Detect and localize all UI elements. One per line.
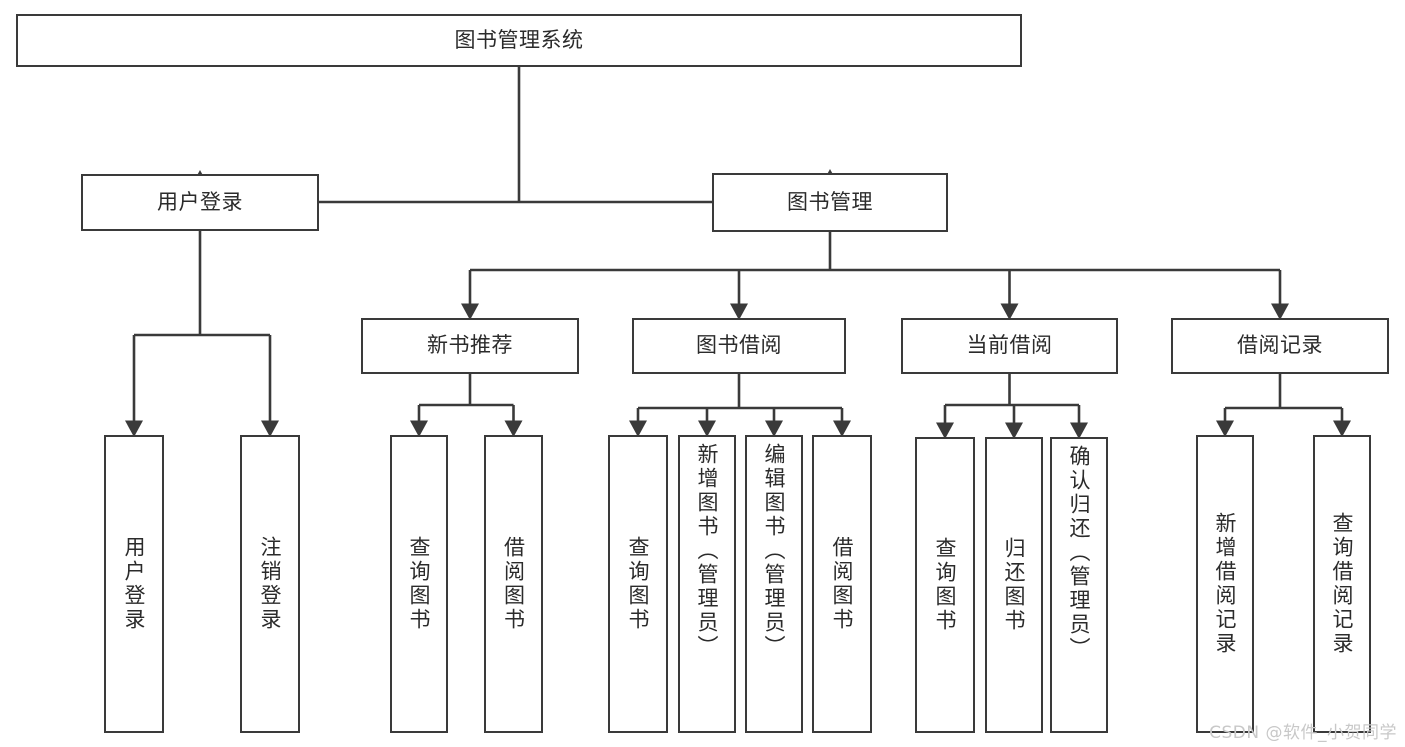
- node-leaf-borrow-book-2: 借阅图书: [812, 435, 872, 733]
- node-label: 用户登录: [157, 189, 243, 214]
- node-leaf-logout: 注销登录: [240, 435, 300, 733]
- node-label: 借阅图书: [830, 536, 855, 632]
- node-label: 确认归还（管理员）: [1067, 445, 1092, 661]
- node-label: 查询借阅记录: [1330, 512, 1355, 656]
- node-leaf-query-book-1: 查询图书: [390, 435, 448, 733]
- node-leaf-user-login: 用户登录: [104, 435, 164, 733]
- node-label: 新增借阅记录: [1213, 512, 1238, 656]
- node-label: 用户登录: [122, 536, 147, 632]
- node-label: 图书管理: [787, 189, 873, 214]
- node-leaf-borrow-book-1: 借阅图书: [484, 435, 543, 733]
- node-current-borrow: 当前借阅: [901, 318, 1118, 374]
- node-leaf-query-borrow-record: 查询借阅记录: [1313, 435, 1371, 733]
- node-book-borrow: 图书借阅: [632, 318, 846, 374]
- node-leaf-return-book: 归还图书: [985, 437, 1043, 733]
- node-label: 新书推荐: [427, 333, 513, 358]
- node-label: 当前借阅: [966, 333, 1053, 358]
- node-label: 查询图书: [407, 536, 432, 632]
- node-label: 编辑图书（管理员）: [762, 443, 787, 659]
- node-leaf-query-book-2: 查询图书: [608, 435, 668, 733]
- node-user-login: 用户登录: [81, 174, 319, 231]
- node-leaf-edit-book-admin: 编辑图书（管理员）: [745, 435, 803, 733]
- node-label: 查询图书: [933, 537, 958, 633]
- node-label: 归还图书: [1002, 537, 1027, 633]
- node-leaf-query-book-3: 查询图书: [915, 437, 975, 733]
- node-leaf-add-book-admin: 新增图书（管理员）: [678, 435, 736, 733]
- node-label: 查询图书: [626, 536, 651, 632]
- node-label: 图书借阅: [696, 333, 782, 358]
- node-label: 借阅图书: [501, 536, 526, 632]
- node-borrow-record: 借阅记录: [1171, 318, 1389, 374]
- node-leaf-add-borrow-record: 新增借阅记录: [1196, 435, 1254, 733]
- node-label: 新增图书（管理员）: [695, 443, 720, 659]
- node-leaf-confirm-return-admin: 确认归还（管理员）: [1050, 437, 1108, 733]
- node-label: 借阅记录: [1237, 333, 1323, 358]
- node-label: 图书管理系统: [454, 27, 584, 52]
- node-new-book-recommend: 新书推荐: [361, 318, 579, 374]
- node-root: 图书管理系统: [16, 14, 1022, 67]
- node-label: 注销登录: [258, 536, 283, 632]
- csdn-watermark: CSDN @软件_小贺同学: [1209, 723, 1397, 743]
- node-book-manage: 图书管理: [712, 173, 948, 232]
